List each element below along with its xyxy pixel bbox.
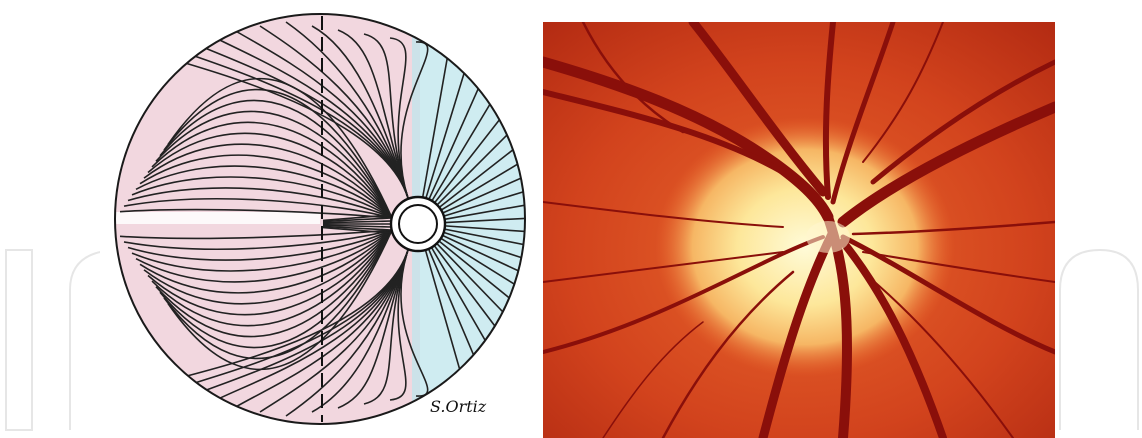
horizontal-raphe bbox=[110, 212, 320, 224]
optic-disc-glow bbox=[655, 117, 955, 377]
optic-cup bbox=[399, 205, 437, 243]
optic-cup-highlight bbox=[806, 221, 850, 253]
signature-icon: S.Ortiz bbox=[430, 397, 487, 416]
nerve-fiber-diagram: S.Ortiz bbox=[100, 2, 540, 436]
fundus-photograph bbox=[543, 22, 1055, 438]
